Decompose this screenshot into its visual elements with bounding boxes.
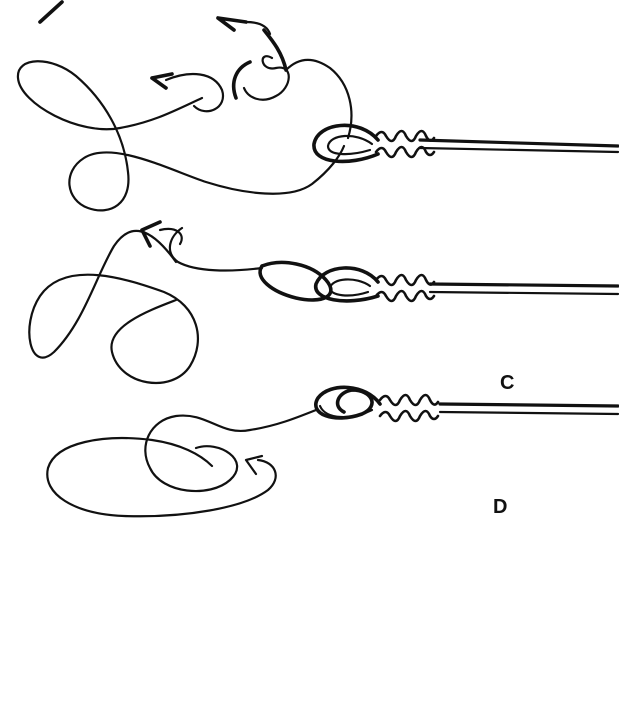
step-b-arrow-head	[142, 222, 160, 246]
step-b-leader-line-2	[430, 292, 618, 294]
step-c-big-loop	[47, 438, 275, 516]
step-a-upper-curve	[264, 30, 286, 70]
step-a-eye-inner	[328, 136, 372, 154]
step-c-leader-line	[440, 404, 618, 406]
step-b-tag-end	[170, 228, 262, 270]
step-d-label: D	[493, 497, 507, 517]
step-b-big-loop	[29, 231, 198, 383]
step-a-mid-arrow-head	[152, 74, 172, 88]
step-c-label: C	[500, 373, 514, 393]
step-c-arrow-head	[246, 456, 262, 474]
step-a-leader-line	[420, 140, 618, 146]
step-a-figure	[18, 2, 618, 210]
step-c-wraps	[380, 395, 438, 421]
step-a-leader-line-2	[420, 148, 618, 152]
step-b-wraps	[376, 275, 434, 301]
step-b-figure	[29, 222, 618, 383]
top-left-arrow-stroke	[40, 2, 62, 22]
step-b-leader-line	[430, 284, 618, 286]
step-a-wraps	[376, 131, 434, 157]
step-a-eye-loop	[314, 125, 378, 161]
step-a-arrow-head	[218, 18, 246, 30]
step-b-eye-inner	[330, 279, 370, 295]
step-c-inner-loop	[145, 410, 316, 491]
step-c-leader-line-2	[440, 412, 618, 414]
step-c-figure	[47, 387, 618, 516]
step-a-figure-eight	[18, 61, 344, 210]
step-a-mid-loop	[166, 74, 223, 111]
